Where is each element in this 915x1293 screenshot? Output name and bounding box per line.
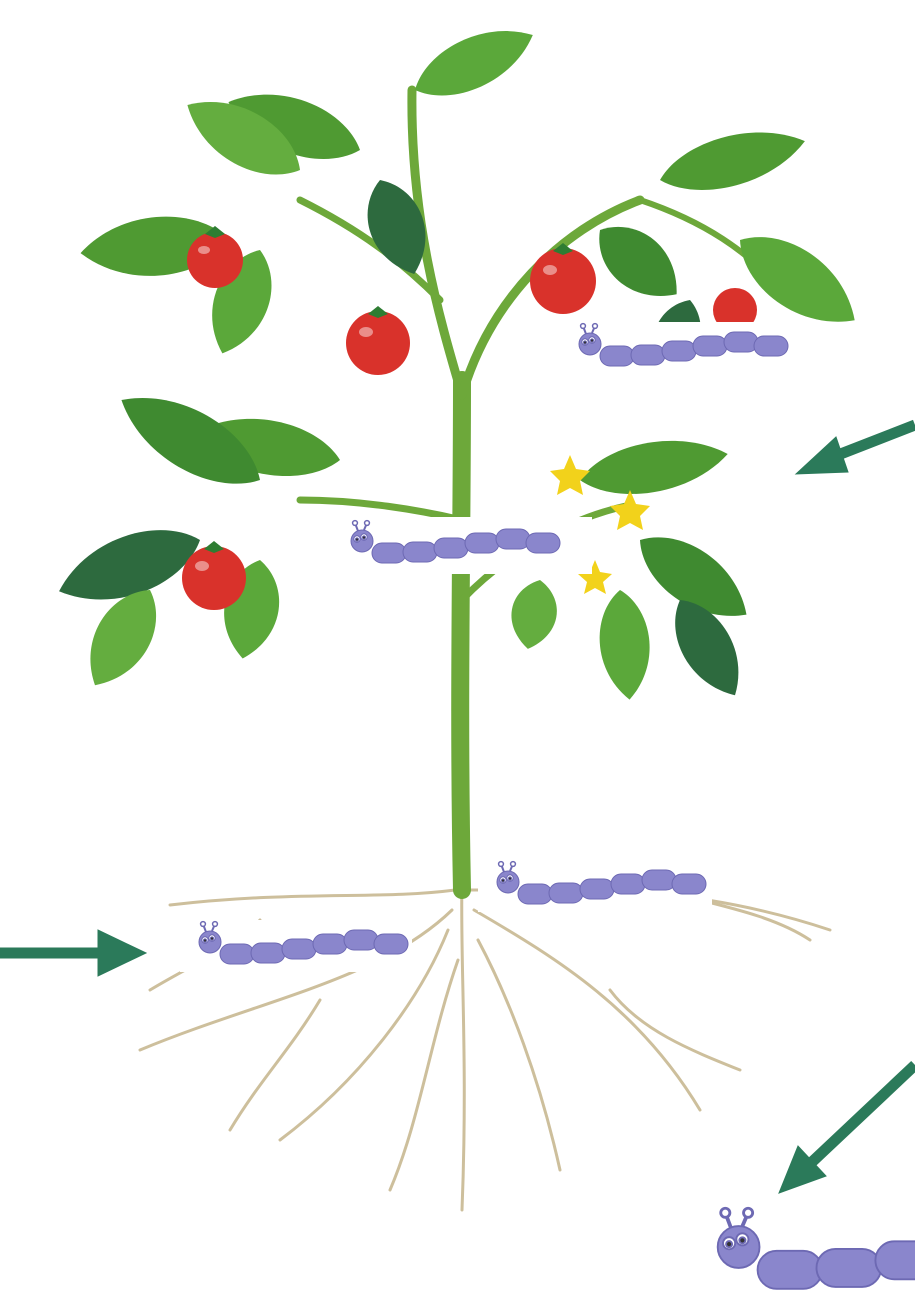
bacterium-label-root-right [478,860,712,912]
bacterium-label-root-left [180,920,412,972]
rod-bacterium-chain-icon [180,920,412,972]
pointer-arrow-icon [779,1065,915,1193]
rod-bacterium-chain-icon [478,860,712,912]
rod-bacterium-chain-icon [708,1205,915,1293]
pointer-arrow-icon [796,425,915,474]
rod-bacterium-chain-icon [566,322,818,377]
bacterium-large [708,1205,915,1293]
pointer-arrow-icon [0,930,146,976]
bacterium-label-stem [328,517,592,574]
bacterium-label-leaf [566,322,818,377]
rod-bacterium-chain-icon [328,517,592,574]
